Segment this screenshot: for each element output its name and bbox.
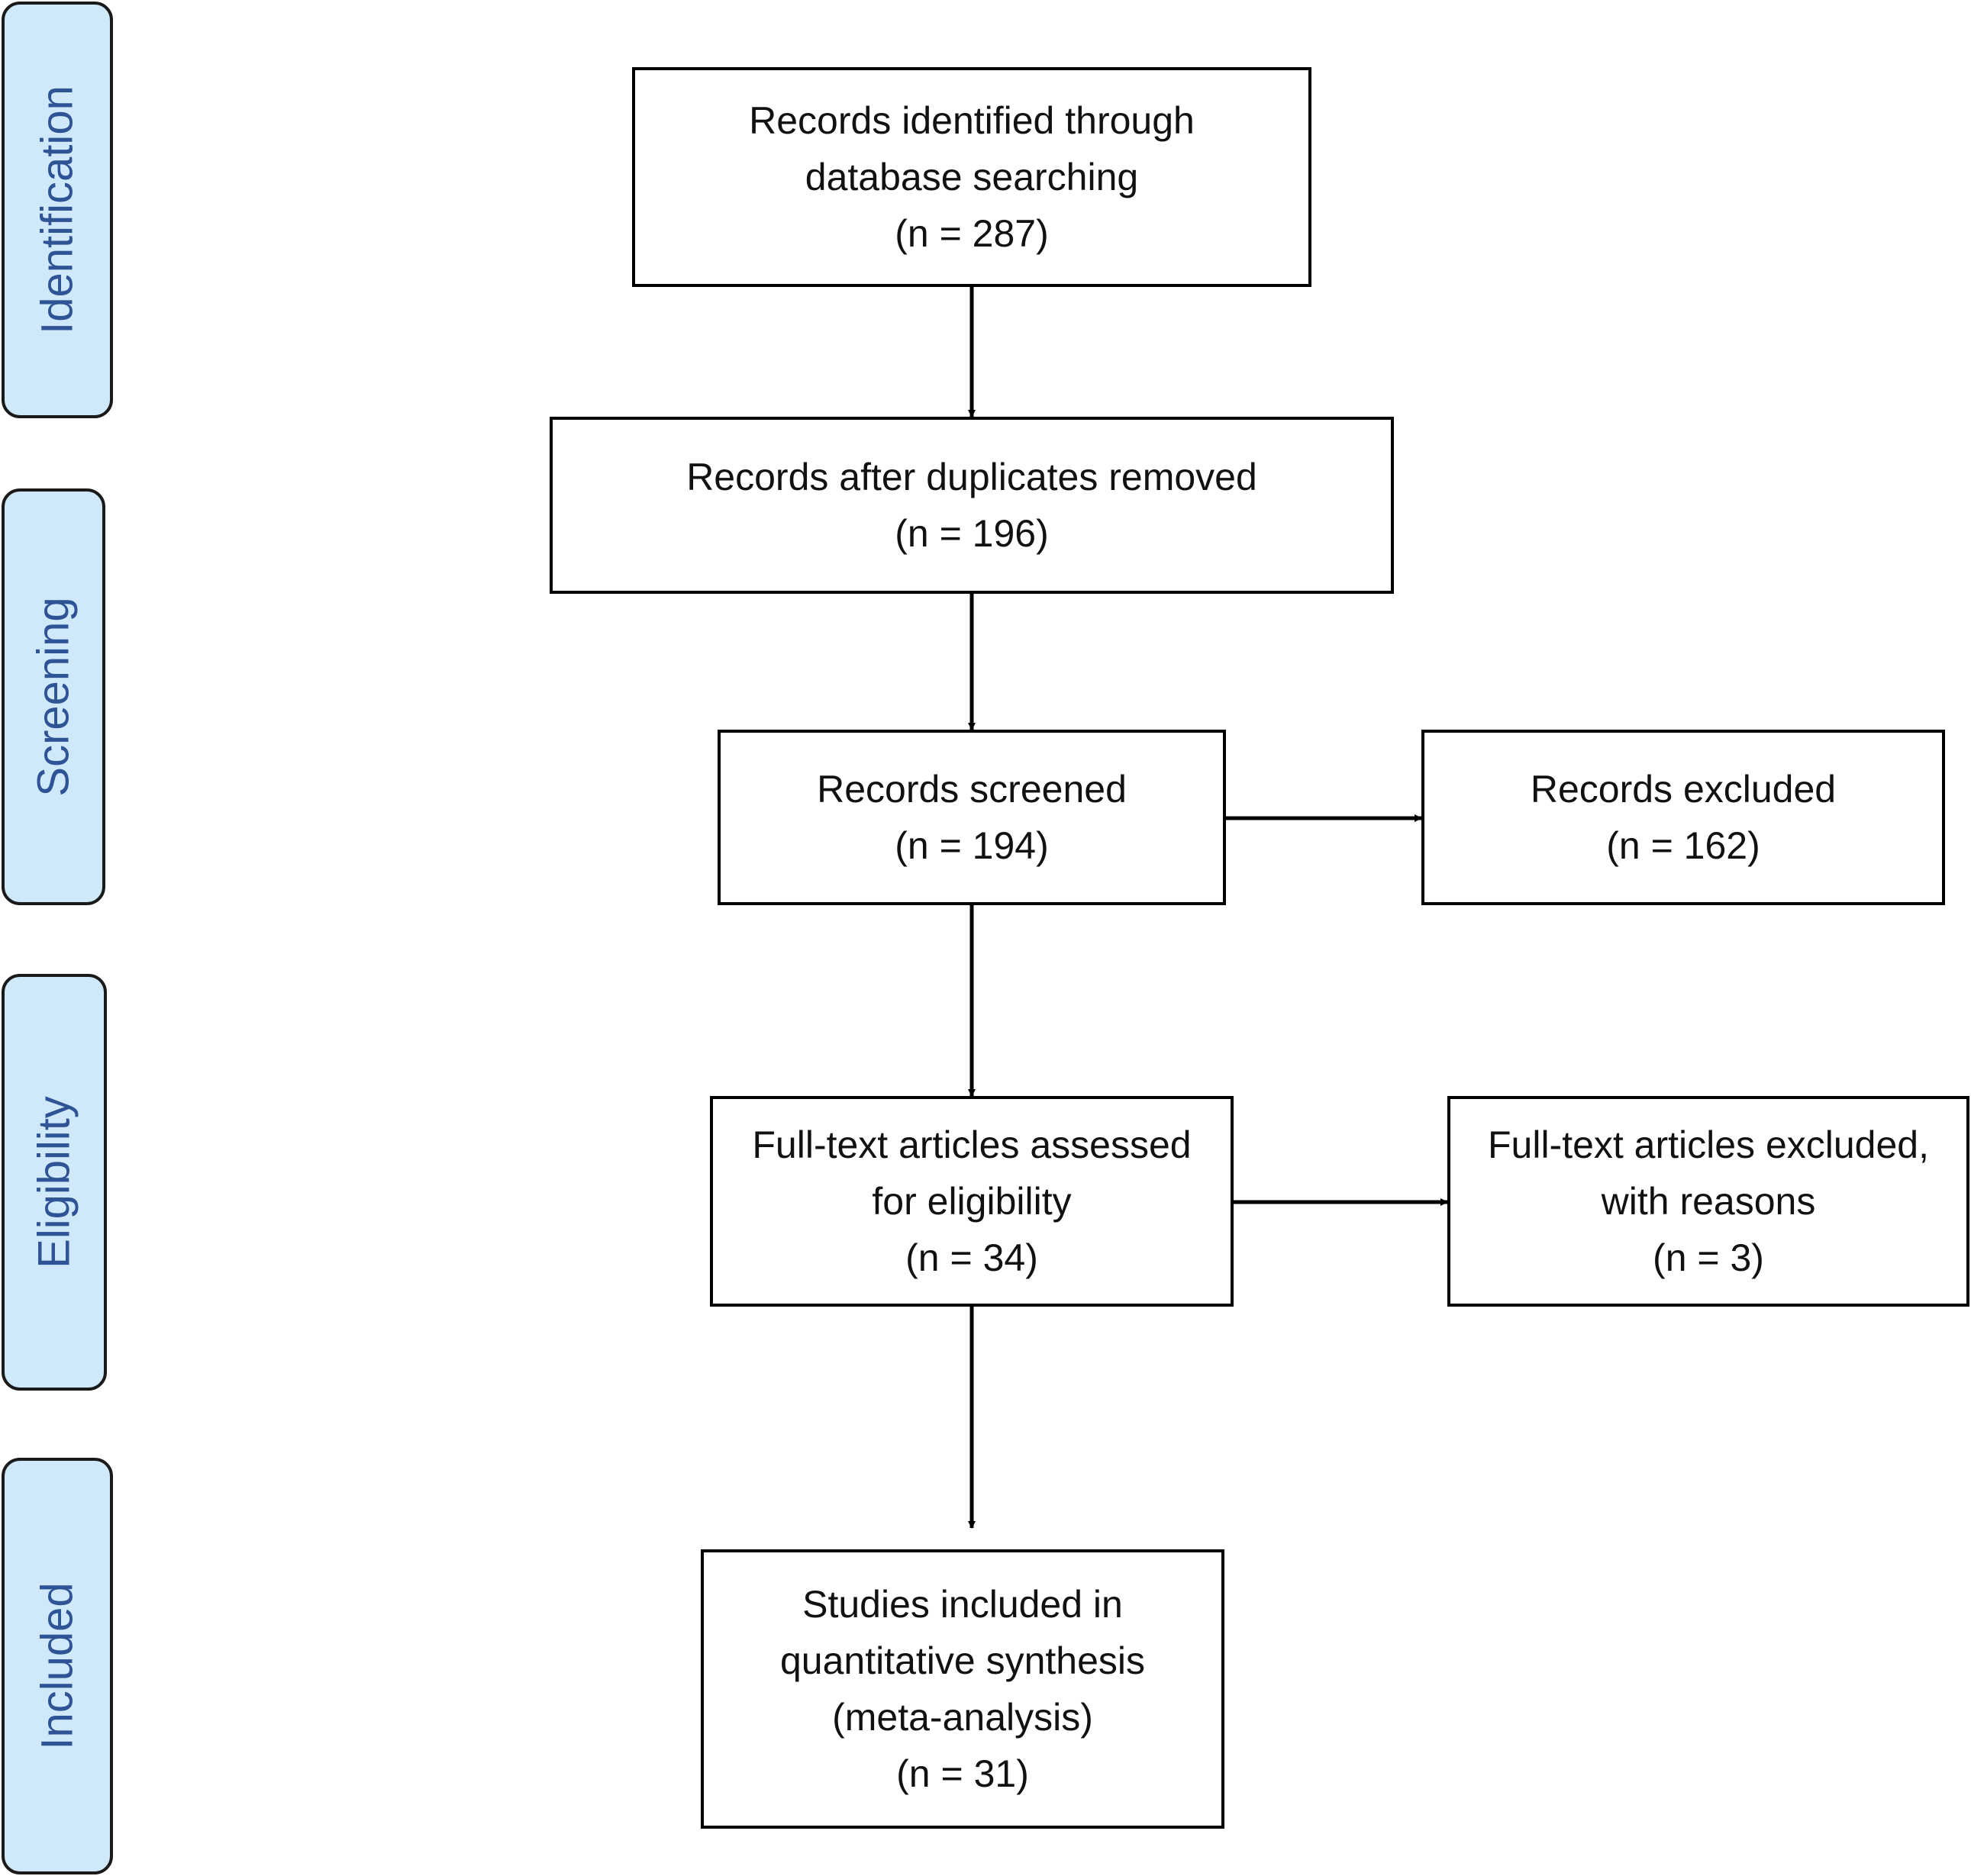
box-line: database searching — [805, 156, 1139, 198]
phase-screening: Screening — [2, 488, 105, 905]
box-line: (n = 194) — [895, 824, 1049, 867]
phase-included: Included — [2, 1458, 113, 1874]
box-line: (n = 3) — [1653, 1236, 1764, 1279]
box-line: Full-text articles excluded, — [1487, 1123, 1929, 1166]
box-line: Studies included in — [802, 1583, 1123, 1626]
box-line: Records excluded — [1530, 768, 1837, 811]
box-records-excluded: Records excluded (n = 162) — [1421, 730, 1945, 905]
box-line: for eligibility — [872, 1180, 1072, 1223]
box-line: (n = 162) — [1606, 824, 1760, 867]
box-line: with reasons — [1601, 1180, 1816, 1223]
phase-identification: Identification — [2, 2, 113, 418]
box-line: (n = 196) — [895, 512, 1049, 555]
box-fulltext-assessed: Full-text articles assessed for eligibil… — [710, 1096, 1234, 1307]
box-records-screened: Records screened (n = 194) — [718, 730, 1226, 905]
box-records-after-duplicates: Records after duplicates removed (n = 19… — [550, 417, 1394, 594]
box-line: Full-text articles assessed — [752, 1123, 1192, 1166]
box-line: (n = 287) — [895, 212, 1049, 255]
box-line: Records after duplicates removed — [686, 456, 1257, 498]
box-line: quantitative synthesis — [779, 1639, 1146, 1682]
box-line: (n = 34) — [905, 1236, 1038, 1279]
box-line: Records identified through — [749, 99, 1195, 142]
box-line: Records screened — [817, 768, 1127, 811]
box-studies-included: Studies included in quantitative synthes… — [701, 1549, 1224, 1829]
box-fulltext-excluded: Full-text articles excluded, with reason… — [1447, 1096, 1969, 1307]
box-line: (n = 31) — [896, 1752, 1029, 1795]
box-records-identified: Records identified through database sear… — [632, 67, 1311, 287]
box-line: (meta-analysis) — [832, 1696, 1093, 1739]
phase-eligibility: Eligibility — [2, 974, 107, 1391]
